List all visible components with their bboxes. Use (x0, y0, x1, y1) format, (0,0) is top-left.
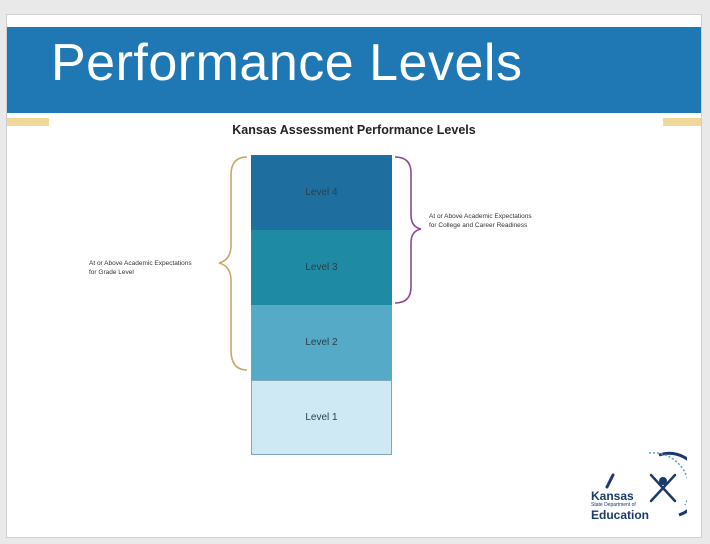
accent-bar-right (663, 118, 701, 126)
note-grade-level: At or Above Academic Expectations for Gr… (89, 260, 229, 278)
level-2-label: Level 2 (305, 337, 338, 348)
level-1-label: Level 1 (305, 412, 338, 423)
level-1-box: Level 1 (251, 380, 392, 455)
logo-line1: Kansas (591, 489, 634, 503)
right-brace (394, 156, 422, 304)
logo-line3: Education (591, 508, 650, 522)
level-2-box: Level 2 (251, 305, 392, 380)
level-3-label: Level 3 (305, 262, 338, 273)
diagram-subtitle: Kansas Assessment Performance Levels (232, 123, 476, 137)
accent-bar-left (7, 118, 49, 126)
level-4-label: Level 4 (305, 187, 338, 198)
logo-line2: State Department of (591, 502, 636, 508)
title-band (7, 27, 701, 113)
level-3-box: Level 3 (251, 230, 392, 305)
note-right-line1: At or Above Academic Expectations (429, 213, 532, 220)
note-college-career: At or Above Academic Expectations for Co… (429, 213, 569, 231)
performance-level-stack: Level 4 Level 3 Level 2 Level 1 (251, 155, 392, 455)
note-left-line1: At or Above Academic Expectations (89, 260, 192, 267)
note-right-line2: for College and Career Readiness (429, 221, 528, 229)
level-4-box: Level 4 (251, 155, 392, 230)
slide-title: Performance Levels (51, 34, 523, 92)
slide: Performance Levels Kansas Assessment Per… (6, 14, 702, 538)
ksde-logo: Kansas State Department of Education (587, 445, 701, 533)
note-left-line2: for Grade Level (89, 268, 134, 276)
